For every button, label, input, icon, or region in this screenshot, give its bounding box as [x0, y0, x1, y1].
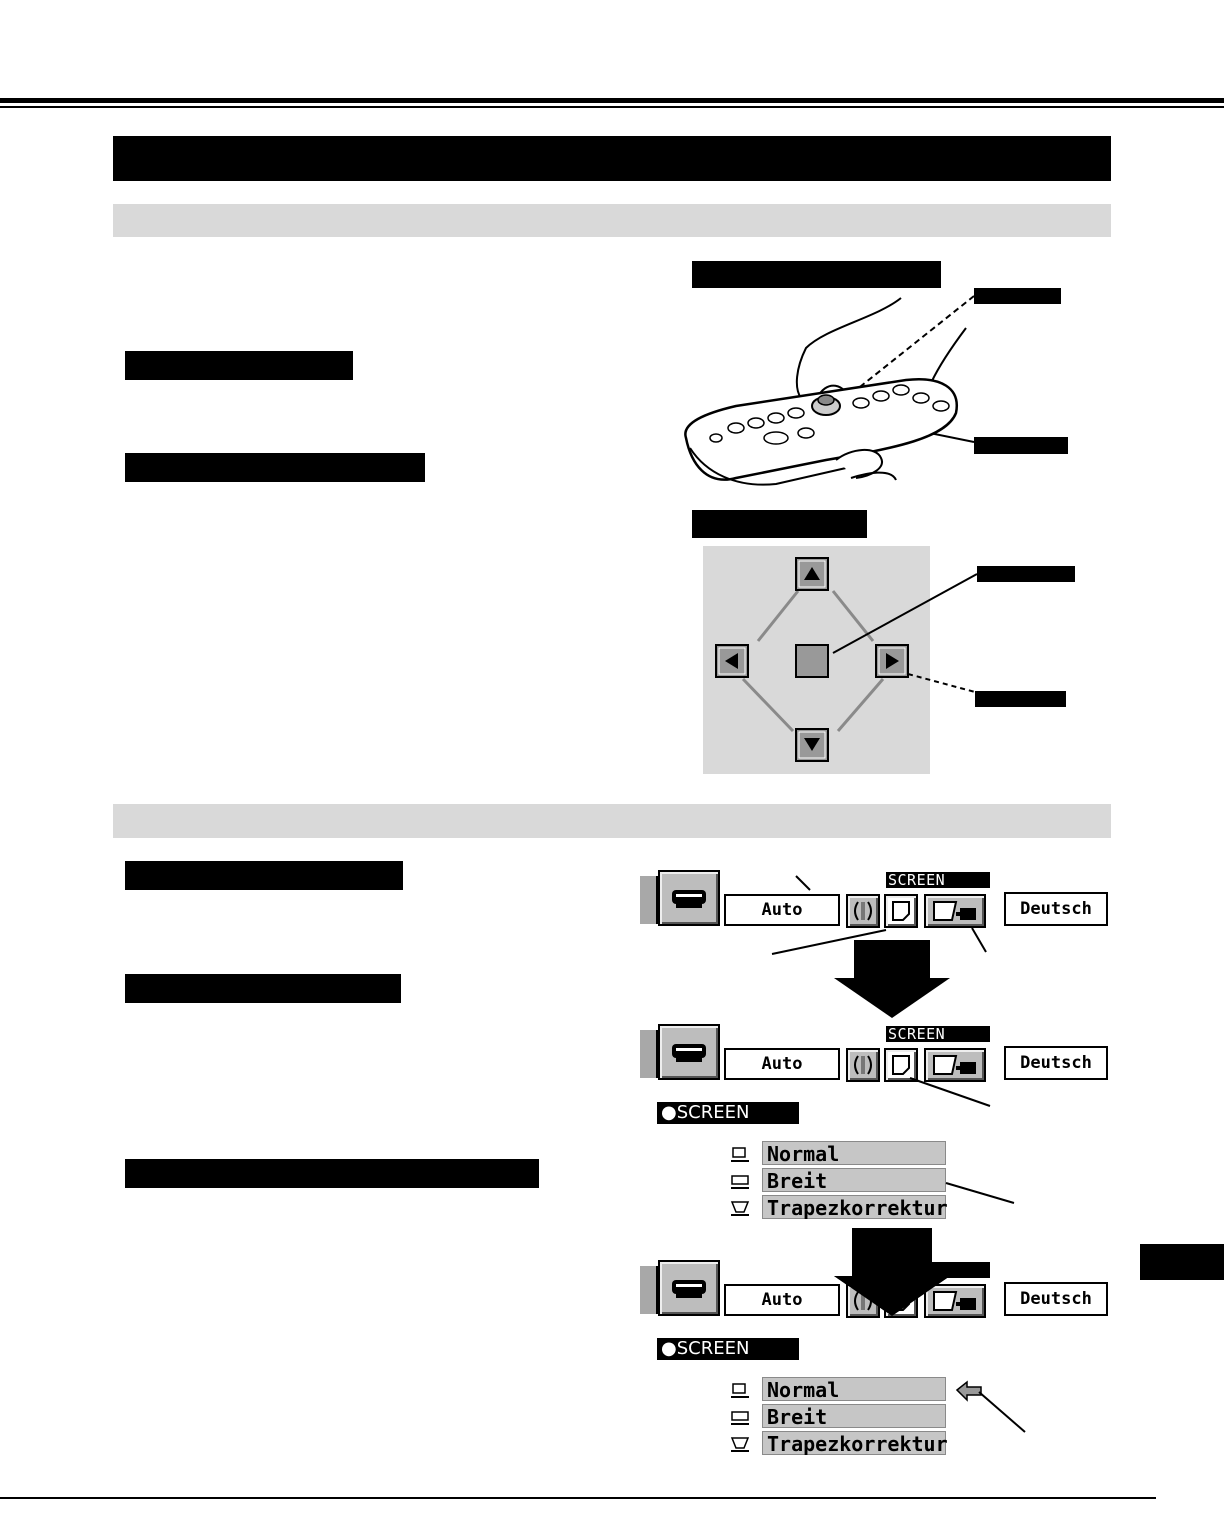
top-rule-thin: [0, 106, 1224, 108]
bullet-icon: ●: [661, 1102, 677, 1123]
image-adjust-icon-tile[interactable]: [846, 1048, 880, 1082]
remote-control-illustration: [684, 295, 975, 486]
menu-option-breit[interactable]: Breit: [762, 1168, 946, 1193]
menu-bar-1: Auto SCREEN Deutsch: [640, 870, 1110, 928]
down-arrow-2-overlay: [834, 1228, 950, 1316]
left-arrow-button: [715, 644, 749, 678]
step-heading-bar-3: [125, 1159, 539, 1188]
select-button: [795, 644, 829, 678]
top-rule-thick: [0, 98, 1224, 103]
step-heading-bar-1: [125, 861, 403, 890]
screen-title: SCREEN: [886, 872, 990, 888]
keypad-callout-bar-2: [975, 691, 1066, 707]
screen-icon-tile[interactable]: [884, 1048, 918, 1082]
submenu-title-2: ●SCREEN: [657, 1338, 799, 1360]
keystone-icon: [730, 1437, 750, 1452]
menu-bar-edge: [640, 1030, 658, 1078]
page-tab-marker: [1140, 1244, 1224, 1280]
bottom-rule: [0, 1497, 1156, 1499]
bullet-icon: ●: [661, 1338, 677, 1359]
screen-icon: [892, 1055, 910, 1075]
menu-option-normal[interactable]: Normal: [762, 1377, 946, 1402]
right-arrow-button: [875, 644, 909, 678]
wide-icon: [731, 1411, 749, 1425]
selection-pointer-icon: [955, 1380, 1026, 1433]
menu2-callout: [909, 1077, 991, 1107]
setting-icon: [933, 901, 976, 921]
remote-heading-bar: [692, 261, 941, 288]
auto-field[interactable]: Auto: [724, 894, 840, 926]
normal-icon: [731, 1147, 749, 1162]
section-band-2: [113, 804, 1111, 838]
projector-icon: [672, 1280, 706, 1298]
keystone-icon: [730, 1201, 750, 1216]
auto-field[interactable]: Auto: [724, 1284, 840, 1316]
auto-field[interactable]: Auto: [724, 1048, 840, 1080]
title-bar: [113, 136, 1111, 181]
menu-option-normal[interactable]: Normal: [762, 1141, 946, 1166]
wide-icon: [731, 1175, 749, 1189]
submenu-title-1: ●SCREEN: [657, 1102, 799, 1124]
remote-callout-bar-1: [974, 288, 1061, 304]
submenu1-callout: [945, 1182, 1015, 1204]
down-arrow-button: [795, 728, 829, 762]
setting-icon: [933, 1055, 976, 1075]
setting-icon-tile[interactable]: [924, 1048, 986, 1082]
image-adjust-icon: [854, 1055, 872, 1075]
language-field[interactable]: Deutsch: [1004, 892, 1108, 926]
heading-bar-2: [125, 453, 425, 482]
down-arrow-1: [834, 940, 950, 1018]
language-field[interactable]: Deutsch: [1004, 1046, 1108, 1080]
projector-icon: [672, 1044, 706, 1062]
menu-option-breit[interactable]: Breit: [762, 1404, 946, 1429]
setting-icon-tile[interactable]: [924, 1284, 986, 1318]
up-arrow-button: [795, 557, 829, 591]
projector-icon: [672, 890, 706, 908]
screen-icon-tile[interactable]: [884, 894, 918, 928]
menu-bar-edge: [640, 876, 658, 924]
heading-bar-1: [125, 351, 353, 380]
section-band-1: [113, 204, 1111, 237]
setting-icon-tile[interactable]: [924, 894, 986, 928]
projector-icon-tile[interactable]: [658, 870, 720, 926]
screen-title: SCREEN: [886, 1026, 990, 1042]
menu1-callouts: [771, 875, 987, 955]
projector-icon-tile[interactable]: [658, 1260, 720, 1316]
language-field[interactable]: Deutsch: [1004, 1282, 1108, 1316]
step-heading-bar-2: [125, 974, 401, 1003]
screen-icon: [892, 901, 910, 921]
menu-option-trapezkorrektur[interactable]: Trapezkorrektur: [762, 1195, 948, 1220]
menu-option-trapezkorrektur[interactable]: Trapezkorrektur: [762, 1431, 948, 1456]
keypad-callout-bar-1: [977, 566, 1075, 582]
projector-icon-tile[interactable]: [658, 1024, 720, 1080]
image-adjust-icon-tile[interactable]: [846, 894, 880, 928]
directional-keypad: [703, 546, 978, 774]
remote-callout-bar-2: [974, 437, 1068, 454]
keypad-heading-bar: [692, 510, 867, 538]
setting-icon: [933, 1291, 976, 1311]
normal-icon: [731, 1383, 749, 1398]
menu-bar-2: Auto SCREEN Deutsch: [640, 1024, 1110, 1082]
image-adjust-icon: [854, 901, 872, 921]
menu-bar-edge: [640, 1266, 658, 1314]
